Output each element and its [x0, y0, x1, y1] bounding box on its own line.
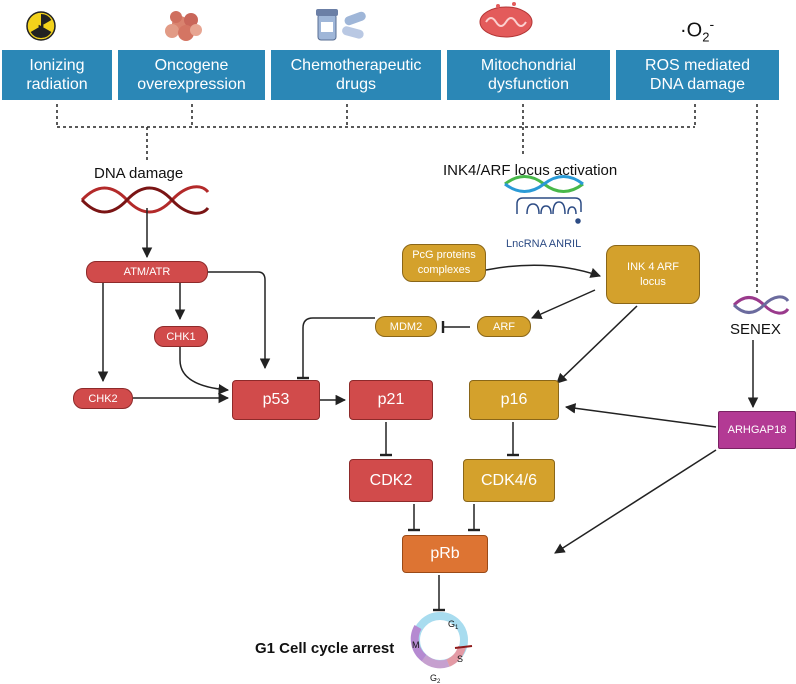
cc-g2: G2: [430, 673, 441, 684]
node-mdm2: MDM2: [375, 316, 437, 337]
g1-arrest-label: G1 Cell cycle arrest: [255, 640, 395, 657]
dna-helix-icon: [80, 185, 210, 215]
dotted-connectors: [56, 104, 758, 294]
cell-cluster-icon: [165, 11, 202, 41]
cc-g1: G1: [448, 619, 459, 631]
node-arf: ARF: [477, 316, 531, 337]
superoxide-icon: ·O2-: [680, 16, 714, 45]
cell-cycle-icon: G1 S G2 M: [410, 612, 473, 684]
dna-damage-label: DNA damage: [94, 165, 184, 182]
lncrna-label: LncRNA ANRIL: [506, 238, 582, 250]
superoxide-dot: ·: [680, 19, 687, 42]
radiation-icon: [26, 11, 56, 41]
header-mitochondrial: Mitochondrial dysfunction: [445, 48, 612, 102]
node-chk2: CHK2: [73, 388, 133, 409]
node-chk1: CHK1: [154, 326, 208, 347]
superoxide-sup: -: [709, 16, 715, 32]
node-prb: pRb: [402, 535, 488, 573]
senex-helix-icon: [732, 295, 790, 315]
header-ros: ROS mediated DNA damage: [614, 48, 781, 102]
node-cdk2: CDK2: [349, 459, 433, 502]
rna-helix-icon: [504, 175, 584, 193]
lncrna-icon: [516, 197, 582, 224]
pill-bottle-icon: [316, 9, 366, 41]
node-arhgap18: ARHGAP18: [718, 411, 796, 449]
node-p16: p16: [469, 380, 559, 420]
mitochondria-icon: [479, 2, 533, 38]
node-p21: p21: [349, 380, 433, 420]
header-ionizing-radiation: Ionizing radiation: [0, 48, 114, 102]
pathway-arrows: [97, 208, 759, 612]
header-chemotherapeutic: Chemotherapeutic drugs: [269, 48, 443, 102]
node-cdk46: CDK4/6: [463, 459, 555, 502]
node-pcg: PcG proteins complexes: [402, 244, 486, 282]
ink4-activation-label: INK4/ARF locus activation: [443, 162, 618, 179]
cc-s: S: [457, 654, 463, 664]
senex-label: SENEX: [730, 321, 781, 338]
superoxide-sub: 2: [702, 29, 710, 45]
node-ink4-locus: INK 4 ARF locus: [606, 245, 700, 304]
header-oncogene: Oncogene overexpression: [116, 48, 267, 102]
node-p53: p53: [232, 380, 320, 420]
superoxide-o: O: [686, 19, 703, 42]
cc-m: M: [412, 640, 420, 650]
node-atm-atr: ATM/ATR: [86, 261, 208, 283]
